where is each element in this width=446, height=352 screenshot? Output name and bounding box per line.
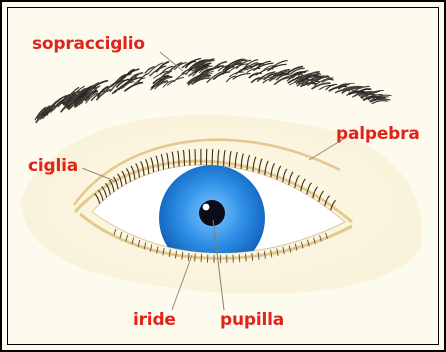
eyelash: [212, 149, 213, 165]
eyelash: [189, 149, 190, 165]
leader-eyebrow: [160, 52, 183, 71]
eyelash: [239, 254, 240, 262]
label-pupil: pupilla: [220, 312, 284, 329]
pupil-shape: [199, 200, 225, 226]
eyebrow-shape: [35, 59, 391, 123]
eyebrow-hair: [174, 73, 187, 82]
label-eyelid: palpebra: [336, 126, 420, 143]
pupil-highlight: [203, 204, 210, 211]
label-eyelashes: ciglia: [28, 158, 78, 175]
eyebrow-hair: [226, 76, 236, 82]
eyebrow-hair: [249, 73, 261, 77]
eyelash: [195, 254, 196, 262]
label-eyebrow: sopracciglio: [32, 36, 145, 53]
label-iris: iride: [133, 312, 176, 329]
eyebrow-hair: [268, 64, 286, 70]
